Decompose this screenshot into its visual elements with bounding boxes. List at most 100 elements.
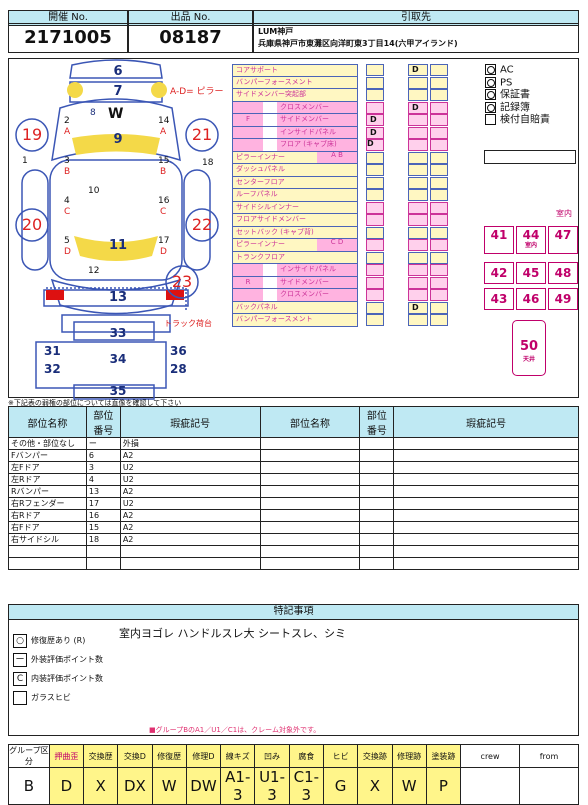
frame-mark-cell[interactable] [366, 64, 384, 76]
frame-mark-cell[interactable] [408, 226, 428, 239]
frame-mark-cell[interactable] [366, 239, 384, 251]
frame-mark-cell[interactable] [366, 201, 384, 214]
option-checkbox[interactable] [485, 64, 496, 75]
frame-mark-cell[interactable] [430, 151, 448, 164]
frame-mark-cell[interactable] [408, 114, 428, 126]
option-item[interactable]: 保証書 [485, 89, 550, 102]
interior-zone-46[interactable]: 46 [516, 288, 546, 310]
frame-mark-cell[interactable] [430, 314, 448, 326]
frame-mark-cell[interactable] [430, 214, 448, 226]
frame-mark-cell[interactable] [366, 301, 384, 314]
frame-mark-cell[interactable] [430, 289, 448, 301]
zone-6[interactable]: 6 [113, 64, 123, 79]
truck-zone-28[interactable]: 28 [170, 362, 187, 376]
zone-3[interactable]: 3 [64, 156, 70, 166]
interior-zone-45[interactable]: 45 [516, 262, 546, 284]
frame-mark-cell[interactable] [430, 76, 448, 89]
interior-zone-48[interactable]: 48 [548, 262, 578, 284]
option-item[interactable]: PS [485, 76, 550, 90]
frame-mark-cell[interactable] [430, 239, 448, 251]
zone-17[interactable]: 17 [158, 236, 170, 246]
truck-zone-33[interactable]: 33 [109, 326, 127, 340]
interior-zone-42[interactable]: 42 [484, 262, 514, 284]
frame-mark-cell[interactable] [366, 101, 384, 114]
frame-mark-cell[interactable] [366, 289, 384, 301]
zone-16[interactable]: 16 [158, 196, 170, 206]
frame-mark-cell[interactable] [430, 251, 448, 264]
option-checkbox[interactable] [485, 76, 496, 88]
frame-mark-cell[interactable] [408, 139, 428, 151]
zone-10[interactable]: 10 [88, 186, 100, 196]
frame-mark-cell[interactable] [430, 139, 448, 151]
frame-mark-cell[interactable] [366, 164, 384, 176]
frame-mark-cell[interactable] [408, 239, 428, 251]
frame-mark-cell[interactable] [430, 114, 448, 126]
zone-22[interactable]: 22 [191, 215, 213, 234]
frame-mark-cell[interactable] [430, 64, 448, 76]
frame-mark-cell[interactable] [366, 139, 384, 151]
frame-mark-cell[interactable] [430, 126, 448, 139]
frame-mark-cell[interactable] [366, 314, 384, 326]
interior-zone-49[interactable]: 49 [548, 288, 578, 310]
zone-18[interactable]: 18 [202, 158, 214, 168]
zone-15[interactable]: 15 [158, 156, 170, 166]
interior-zone-43[interactable]: 43 [484, 288, 514, 310]
frame-mark-cell[interactable] [366, 126, 384, 139]
zone-9[interactable]: 9 [113, 132, 123, 147]
frame-mark-cell[interactable] [408, 214, 428, 226]
frame-mark-cell[interactable] [366, 251, 384, 264]
frame-mark-cell[interactable] [366, 264, 384, 276]
zone-8[interactable]: 8 [90, 108, 96, 118]
frame-mark-cell[interactable] [430, 89, 448, 101]
frame-mark-cell[interactable] [408, 64, 428, 76]
zone-12[interactable]: 12 [88, 266, 100, 276]
zone-13[interactable]: 13 [108, 290, 128, 305]
frame-mark-cell[interactable] [408, 264, 428, 276]
frame-mark-cell[interactable] [366, 214, 384, 226]
frame-mark-cell[interactable] [408, 76, 428, 89]
frame-mark-cell[interactable] [408, 201, 428, 214]
frame-mark-cell[interactable] [366, 76, 384, 89]
zone-19[interactable]: 19 [21, 125, 43, 144]
frame-mark-cell[interactable] [430, 201, 448, 214]
zone-20[interactable]: 20 [21, 215, 43, 234]
zone-4[interactable]: 4 [64, 196, 70, 206]
frame-mark-cell[interactable] [366, 151, 384, 164]
option-item[interactable]: AC [485, 64, 550, 77]
frame-mark-cell[interactable] [430, 226, 448, 239]
frame-mark-cell[interactable] [408, 89, 428, 101]
zone-1[interactable]: 1 [22, 156, 28, 166]
truck-zone-32[interactable]: 32 [44, 362, 61, 376]
frame-mark-cell[interactable] [366, 89, 384, 101]
frame-mark-cell[interactable] [430, 301, 448, 314]
frame-mark-cell[interactable] [430, 164, 448, 176]
option-item[interactable]: 検付自賠責 [485, 114, 550, 127]
option-checkbox[interactable] [485, 114, 496, 125]
frame-mark-cell[interactable] [430, 101, 448, 114]
frame-mark-cell[interactable] [408, 251, 428, 264]
zone-7[interactable]: 7 [113, 84, 123, 99]
interior-zone-41[interactable]: 41 [484, 226, 514, 254]
frame-mark-cell[interactable] [366, 276, 384, 289]
interior-zone-47[interactable]: 47 [548, 226, 578, 254]
truck-zone-36[interactable]: 36 [170, 344, 187, 358]
frame-mark-cell[interactable] [408, 289, 428, 301]
frame-mark-cell[interactable] [408, 151, 428, 164]
truck-zone-35[interactable]: 35 [109, 384, 127, 398]
frame-mark-cell[interactable] [408, 126, 428, 139]
zone-14[interactable]: 14 [158, 116, 170, 126]
frame-mark-cell[interactable] [408, 176, 428, 189]
zone-11[interactable]: 11 [108, 238, 128, 253]
frame-mark-cell[interactable] [408, 301, 428, 314]
frame-mark-cell[interactable] [408, 314, 428, 326]
frame-mark-cell[interactable] [408, 276, 428, 289]
frame-mark-cell[interactable] [430, 176, 448, 189]
option-item[interactable]: 記録簿 [485, 101, 550, 115]
frame-mark-cell[interactable] [408, 164, 428, 176]
zone-23[interactable]: 23 [171, 272, 193, 291]
option-checkbox[interactable] [485, 101, 496, 113]
truck-zone-31[interactable]: 31 [44, 344, 61, 358]
frame-mark-cell[interactable] [430, 264, 448, 276]
frame-mark-cell[interactable] [366, 189, 384, 201]
